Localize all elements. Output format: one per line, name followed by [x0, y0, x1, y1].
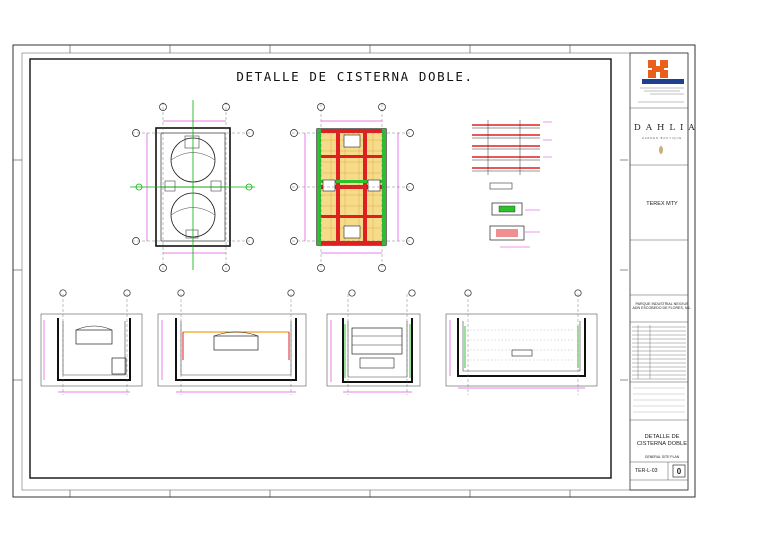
plan-view-reinforcement	[290, 103, 414, 272]
border-ticks	[13, 45, 628, 497]
revisions-table	[632, 325, 686, 380]
brand-tagline: GARDEN BOUTIQUE	[641, 137, 683, 140]
revision-number: 0	[676, 467, 682, 476]
section-3	[326, 289, 421, 395]
section-4	[445, 289, 598, 395]
sheet-outer-border	[12, 44, 696, 498]
brand-leaf-icon	[659, 146, 663, 154]
plan-view-left	[130, 100, 255, 272]
drawing-title: DETALLE DE CISTERNA DOBLE.	[236, 69, 474, 84]
sheet-subtitle: GENERAL SITE PLAN	[644, 455, 680, 459]
project-location: PARQUE INDUSTRIAL NEXXUS ADN ESCOBEDO DE…	[632, 302, 692, 311]
section-2	[157, 289, 307, 395]
sheet-inner-border	[21, 52, 689, 491]
title-block-dividers	[630, 107, 688, 481]
sheet-code: TER-L-03	[635, 468, 658, 474]
brand-name: DAHLIA	[634, 123, 700, 133]
title-block	[629, 52, 689, 491]
revision-box	[672, 464, 686, 478]
drawing-frame	[29, 58, 612, 479]
rebar-details	[472, 120, 552, 248]
company-logo	[638, 60, 684, 103]
notes-lines	[633, 387, 685, 413]
sheet-title: DETALLE DE CISTERNA DOBLE	[636, 434, 688, 447]
client-name: TEREX MTY	[646, 201, 678, 207]
section-1	[40, 289, 143, 395]
